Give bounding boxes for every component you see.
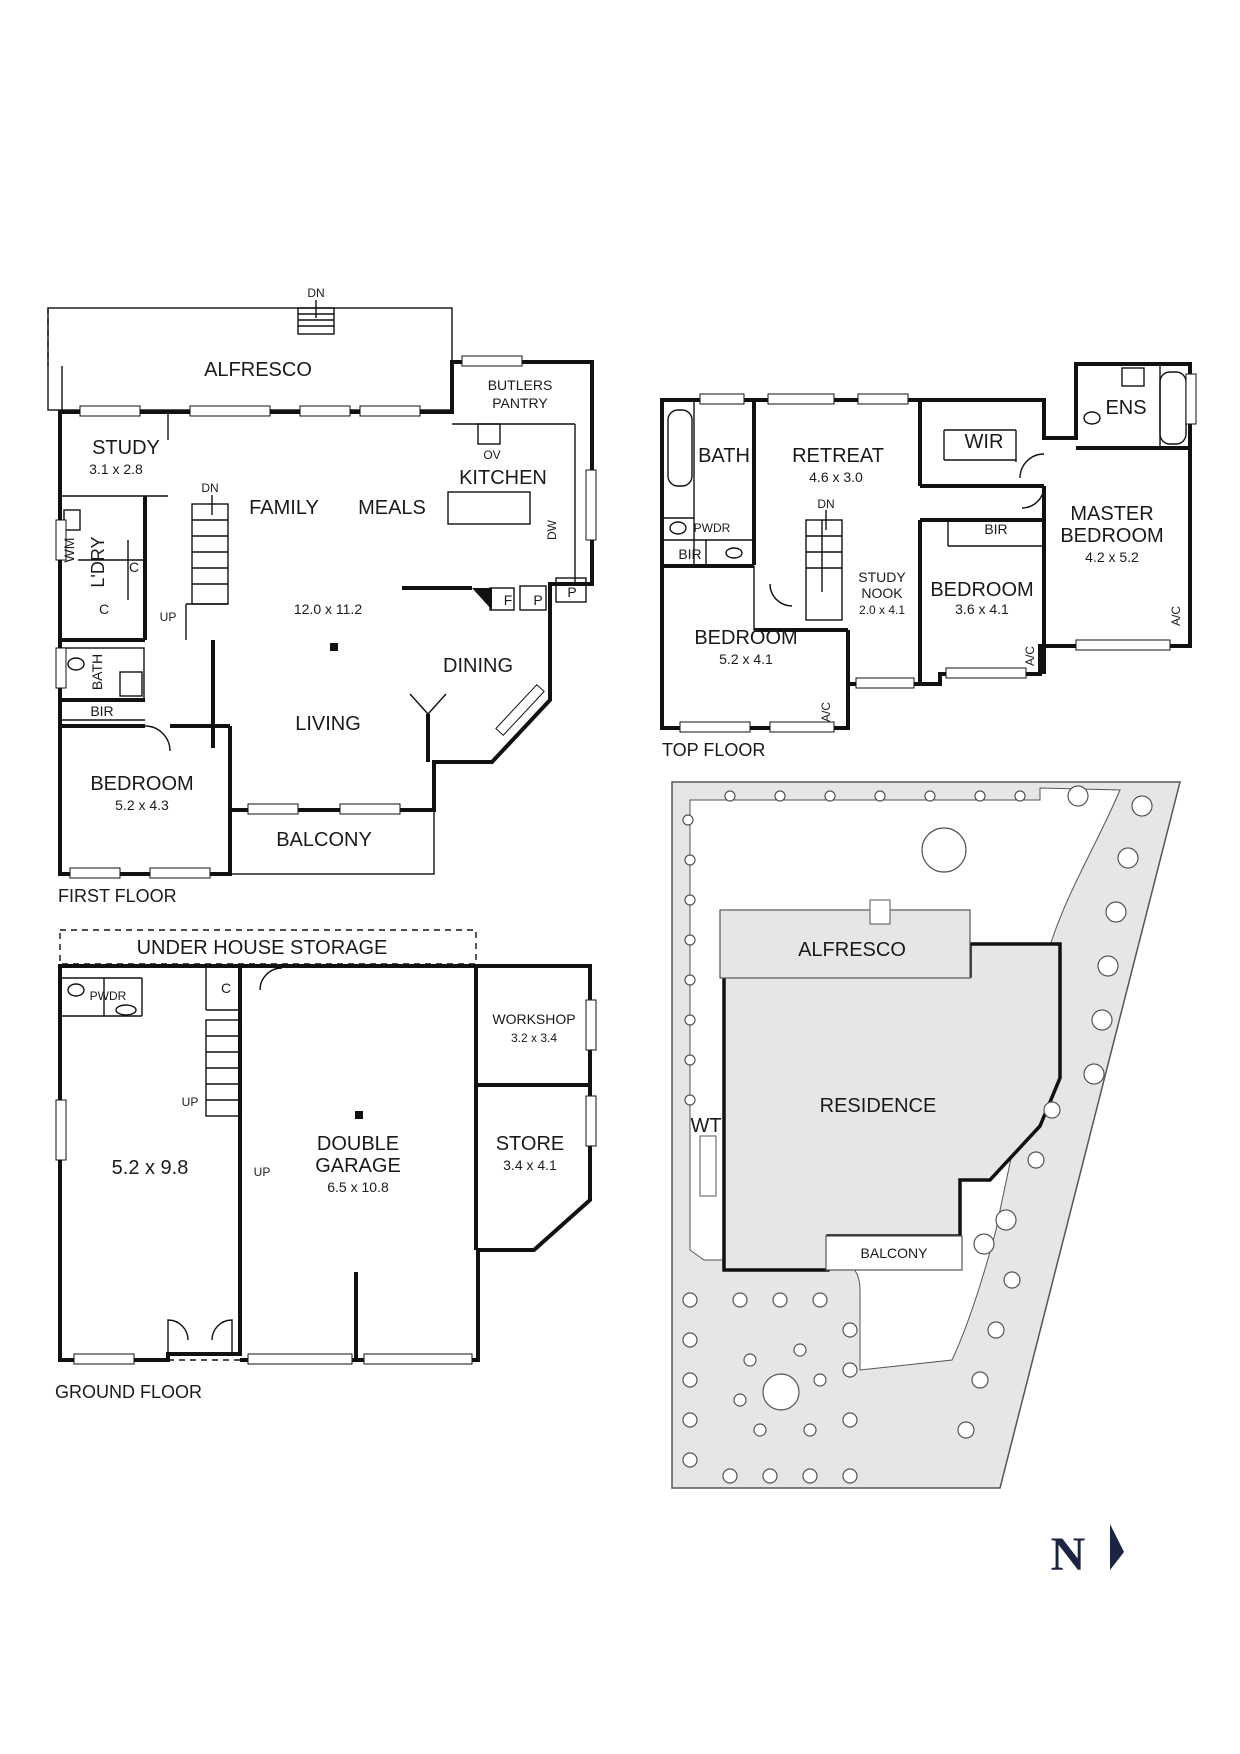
site-balcony-label: BALCONY: [861, 1245, 929, 1261]
ac-label-1: A/C: [819, 702, 833, 722]
living-label: LIVING: [295, 713, 361, 735]
site-alfresco-label: ALFRESCO: [798, 939, 906, 961]
bedroom-3-dim: 3.6 x 4.1: [955, 601, 1009, 617]
washing-machine-label: WM: [61, 538, 77, 563]
bir-label-1: BIR: [678, 546, 701, 562]
laundry-label: L'DRY: [88, 536, 108, 587]
top-floor-stair: [805, 510, 843, 621]
kitchen-label: KITCHEN: [459, 467, 547, 489]
double-garage-label-2: GARAGE: [315, 1155, 401, 1177]
bath-label: BATH: [89, 654, 105, 690]
cupboard-label-2: C: [99, 601, 109, 617]
ground-floor-stair: [205, 1019, 241, 1117]
bedroom-2-dim: 5.2 x 4.1: [719, 651, 773, 667]
workshop-label: WORKSHOP: [492, 1011, 575, 1027]
bedroom-3-label: BEDROOM: [930, 579, 1033, 601]
top-floor-plan: [660, 362, 1197, 733]
top-powder-label: PWDR: [694, 521, 731, 535]
first-floor-plan: DN ALFRESCO: [47, 286, 597, 879]
under-house-storage-label: UNDER HOUSE STORAGE: [137, 937, 388, 959]
study-dim: 3.1 x 2.8: [89, 461, 143, 477]
bedroom-dim: 5.2 x 4.3: [115, 797, 169, 813]
pantry-label-1: P: [533, 592, 542, 608]
north-letter: N: [1051, 1528, 1086, 1581]
top-bath-label: BATH: [698, 445, 750, 467]
ensuite-label: ENS: [1105, 397, 1146, 419]
master-bedroom-dim: 4.2 x 5.2: [1085, 549, 1139, 565]
study-nook-label-2: NOOK: [861, 585, 903, 601]
site-trees: [682, 785, 1153, 1484]
ground-stair-up-label: UP: [182, 1095, 199, 1109]
garage-step-up-label: UP: [254, 1165, 271, 1179]
ac-label-2: A/C: [1023, 646, 1037, 666]
store-label: STORE: [496, 1133, 565, 1155]
residence-label: RESIDENCE: [820, 1095, 937, 1117]
family-label: FAMILY: [249, 497, 319, 519]
ground-cupboard-label: C: [221, 980, 231, 996]
ground-room-dim: 5.2 x 9.8: [112, 1157, 189, 1179]
north-arrow: [1110, 1524, 1124, 1570]
balcony-label: BALCONY: [276, 829, 372, 851]
fridge-label: F: [504, 592, 513, 608]
cupboard-label-1: C: [129, 559, 139, 575]
butlers-pantry-label-1: BUTLERS: [488, 377, 553, 393]
study-label: STUDY: [92, 437, 160, 459]
bedroom-2-label: BEDROOM: [694, 627, 797, 649]
double-garage-label-1: DOUBLE: [317, 1133, 399, 1155]
first-floor-stair: [185, 495, 229, 748]
stair-up-label: UP: [160, 610, 177, 624]
wir-label: WIR: [965, 431, 1004, 453]
store-dim: 3.4 x 4.1: [503, 1157, 557, 1173]
stair-dn-label: DN: [201, 481, 218, 495]
top-stair-dn-label: DN: [817, 497, 834, 511]
dining-label: DINING: [443, 655, 513, 677]
ac-label-3: A/C: [1169, 606, 1183, 626]
double-garage-dim: 6.5 x 10.8: [327, 1179, 389, 1195]
pantry-label-2: P: [567, 584, 576, 600]
ground-floor-plan: [55, 929, 597, 1365]
first-floor-caption: FIRST FLOOR: [58, 886, 177, 906]
study-nook-label-1: STUDY: [858, 569, 906, 585]
bir-label: BIR: [90, 703, 113, 719]
ground-floor-caption: GROUND FLOOR: [55, 1382, 202, 1402]
master-bedroom-label-2: BEDROOM: [1060, 525, 1163, 547]
retreat-label: RETREAT: [792, 445, 884, 467]
alfresco-dn-label: DN: [307, 286, 324, 300]
water-tank-label: WT: [690, 1115, 721, 1137]
bir-label-2: BIR: [984, 521, 1007, 537]
master-bedroom-label-1: MASTER: [1070, 503, 1153, 525]
dishwasher-label: DW: [545, 519, 559, 540]
alfresco-stair: [297, 300, 335, 335]
top-floor-caption: TOP FLOOR: [662, 740, 765, 760]
alfresco-label: ALFRESCO: [204, 359, 312, 381]
workshop-dim: 3.2 x 3.4: [511, 1031, 557, 1045]
site-plan: [671, 781, 1181, 1489]
oven-label: OV: [483, 448, 500, 462]
meals-label: MEALS: [358, 497, 426, 519]
retreat-dim: 4.6 x 3.0: [809, 469, 863, 485]
ground-powder-label: PWDR: [90, 989, 127, 1003]
study-nook-dim: 2.0 x 4.1: [859, 603, 905, 617]
living-area-dim: 12.0 x 11.2: [294, 601, 362, 617]
bedroom-label: BEDROOM: [90, 773, 193, 795]
butlers-pantry-label-2: PANTRY: [492, 395, 548, 411]
